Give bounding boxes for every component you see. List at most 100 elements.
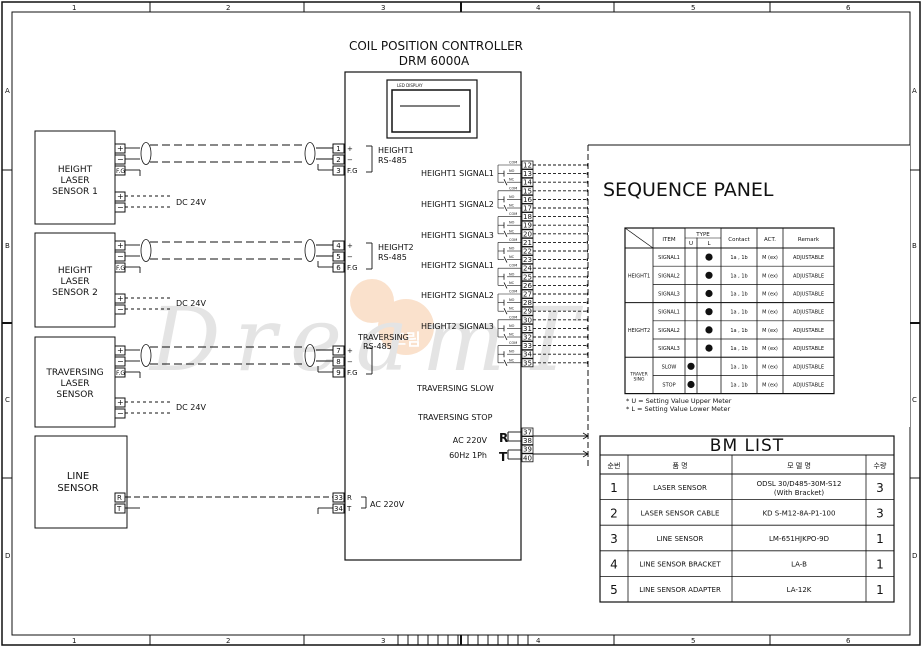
terminal-number: 19 <box>523 222 532 230</box>
terminal-number: 20 <box>523 230 532 238</box>
table-cell: LINE SENSOR ADAPTER <box>639 586 721 594</box>
r-phase-label: R <box>499 431 508 445</box>
terminal-number: 37 <box>523 429 532 437</box>
table-cell: ODSL 30/D485-30M-S12 <box>757 480 842 488</box>
col-label: 1 <box>72 637 76 645</box>
relay-output-label: HEIGHT2 SIGNAL2 <box>421 291 494 300</box>
row-label: B <box>912 242 917 250</box>
col-label: 6 <box>846 4 851 12</box>
sensor-line: LINE SENSOR <box>34 435 128 529</box>
terminal-number: 14 <box>523 179 532 187</box>
table-group-name: TRAVER <box>629 371 648 377</box>
sensor-pin-box <box>114 165 126 176</box>
terminal-pin-label: F.G <box>347 167 358 175</box>
sensor-pin-label: F.G <box>116 168 125 175</box>
power-pin-box <box>114 293 126 304</box>
sensor-label: TRAVERSING <box>45 368 103 378</box>
sensor-pin-box <box>114 251 126 262</box>
terminal-number: 21 <box>523 239 532 247</box>
terminal-box <box>521 444 534 454</box>
table-cell: ADJUSTABLE <box>793 273 824 279</box>
cable-twist-mark <box>140 239 152 262</box>
contact-label: NC <box>509 307 515 311</box>
relay-output-label: TRAVERSING STOP <box>417 413 493 422</box>
contact-label: NO <box>509 324 515 328</box>
table-cell: LINE SENSOR BRACKET <box>639 561 721 569</box>
table-cell: LINE SENSOR <box>657 535 704 543</box>
terminal-number: 39 <box>523 446 532 454</box>
terminal-box <box>332 492 345 503</box>
terminal-box <box>332 356 345 367</box>
type-mark <box>705 308 713 316</box>
cable-twist-mark <box>304 344 316 367</box>
table-cell: 2 <box>610 506 618 520</box>
sensor-label: LASER <box>60 176 89 186</box>
contact-label: COM <box>509 186 517 190</box>
terminal-pin-label: F.G <box>347 264 358 272</box>
terminal-pin-label: + <box>347 242 353 250</box>
dc-label: DC 24V <box>176 403 206 412</box>
terminal-pin-label: − <box>347 253 353 261</box>
table-cell: SIGNAL1 <box>658 255 680 261</box>
terminal-number: 1 <box>336 145 340 153</box>
t-phase-label: T <box>499 450 508 464</box>
cable-twist-mark <box>140 142 152 165</box>
table-cell: 1a , 1b <box>730 255 747 261</box>
relay-output-label: TRAVERSING SLOW <box>416 384 494 393</box>
type-mark <box>705 326 713 334</box>
rs485-group-name: HEIGHT1 <box>378 146 414 155</box>
table-header: Contact <box>728 237 750 243</box>
sensor-pin-label: − <box>117 252 124 261</box>
table-cell: 3 <box>876 481 884 495</box>
terminal-number: 33 <box>334 494 343 502</box>
wire <box>503 256 508 263</box>
line-pin-label: T <box>116 505 122 513</box>
power-pin-label: − <box>117 203 124 212</box>
ac-input-label: AC 220V <box>453 436 488 445</box>
contact-label: NC <box>509 333 515 337</box>
terminal-number: 34 <box>334 505 343 513</box>
sensor-pin-box <box>114 345 126 356</box>
power-pin-box <box>114 202 126 213</box>
terminal-box <box>332 154 345 165</box>
power-pin-label: + <box>117 192 124 201</box>
terminal-number: 16 <box>523 196 532 204</box>
terminal-box <box>332 240 345 251</box>
sensor-pin-label: F.G <box>116 370 125 377</box>
table-cell: 1 <box>610 481 618 495</box>
table-cell: M (ex) <box>762 310 778 316</box>
sensor-pin-box <box>114 143 126 154</box>
table-header: 품 명 <box>672 461 687 470</box>
contact-label: COM <box>509 290 517 294</box>
terminal-number: 34 <box>523 351 532 359</box>
table-cell: KD S-M12-8A-P1-100 <box>763 509 836 517</box>
bm-list-title: BM LIST <box>710 436 784 456</box>
table-cell: SLOW <box>662 364 677 370</box>
sensor-traversing: TRAVERSING LASER SENSOR <box>34 336 116 428</box>
table-cell: LASER SENSOR <box>653 484 707 492</box>
contact-label: NC <box>509 281 515 285</box>
table-cell: 1a , 1b <box>730 328 747 334</box>
relay-output-label: HEIGHT2 SIGNAL3 <box>421 322 494 331</box>
terminal-box <box>332 503 345 514</box>
table-cell: LASER SENSOR CABLE <box>641 509 720 517</box>
terminal-number: 28 <box>523 299 532 307</box>
sensor-label: SENSOR <box>57 483 98 494</box>
power-pin-label: − <box>117 305 124 314</box>
row-label: D <box>912 552 917 560</box>
contact-label: NC <box>509 204 515 208</box>
terminal-number: 8 <box>336 358 340 366</box>
line-pin-box <box>114 492 126 503</box>
wire <box>503 179 508 186</box>
table-cell: M (ex) <box>762 346 778 352</box>
table-header: ITEM <box>662 237 675 243</box>
table-cell: M (ex) <box>762 273 778 279</box>
terminal-number: 17 <box>523 205 532 213</box>
sensor-label: SENSOR 2 <box>52 288 98 298</box>
sensor-pin-box <box>114 262 126 273</box>
terminal-number: 38 <box>523 437 532 445</box>
table-header: Remark <box>798 237 820 243</box>
